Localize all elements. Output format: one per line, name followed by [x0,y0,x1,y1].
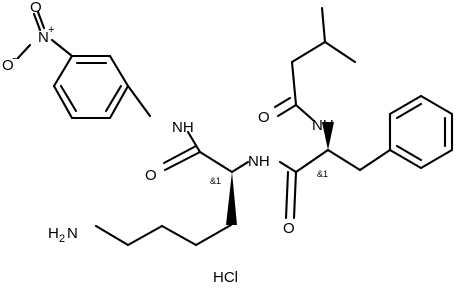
phenylalanine-wedge-bond [322,122,334,150]
nitro-plus-charge: + [48,24,54,36]
nitro-minus-charge: − [12,53,18,65]
isovaleryl-bonds [273,6,357,122]
lysine-side-chain-bonds [94,172,237,247]
atom-labels: O O − N + NH O NH H 2 N O O NH HCl [2,0,334,286]
hydrochloride-label: HCl [213,269,238,286]
nitro-oxygen-double: O [30,0,42,16]
stereo-labels: &1 &1 [210,169,328,186]
nitro-group-bonds [16,10,74,60]
nitro-nitrogen: N [38,29,49,46]
amine-n: N [67,225,78,242]
phenylalanine-backbone-bonds [278,122,392,220]
nitro-oxygen-anion: O [2,57,14,74]
phenyl-ring [388,94,454,170]
lysine-carbonyl-oxygen: O [145,167,157,184]
anilide-nh: NH [172,119,194,136]
lysine-stereo-label: &1 [210,176,221,186]
lysine-wedge-bond [226,172,237,225]
amide-nh: NH [248,153,270,170]
phenylalanine-carbonyl-oxygen: O [283,220,295,237]
amine-subscript: 2 [59,233,65,245]
phenylalanine-nh: NH [312,117,334,134]
amine-h: H [48,225,59,242]
phenylalanine-stereo-label: &1 [317,169,328,179]
lysine-backbone-bonds [126,84,250,174]
nitrophenyl-ring [52,54,130,120]
isovaleryl-oxygen: O [258,109,270,126]
